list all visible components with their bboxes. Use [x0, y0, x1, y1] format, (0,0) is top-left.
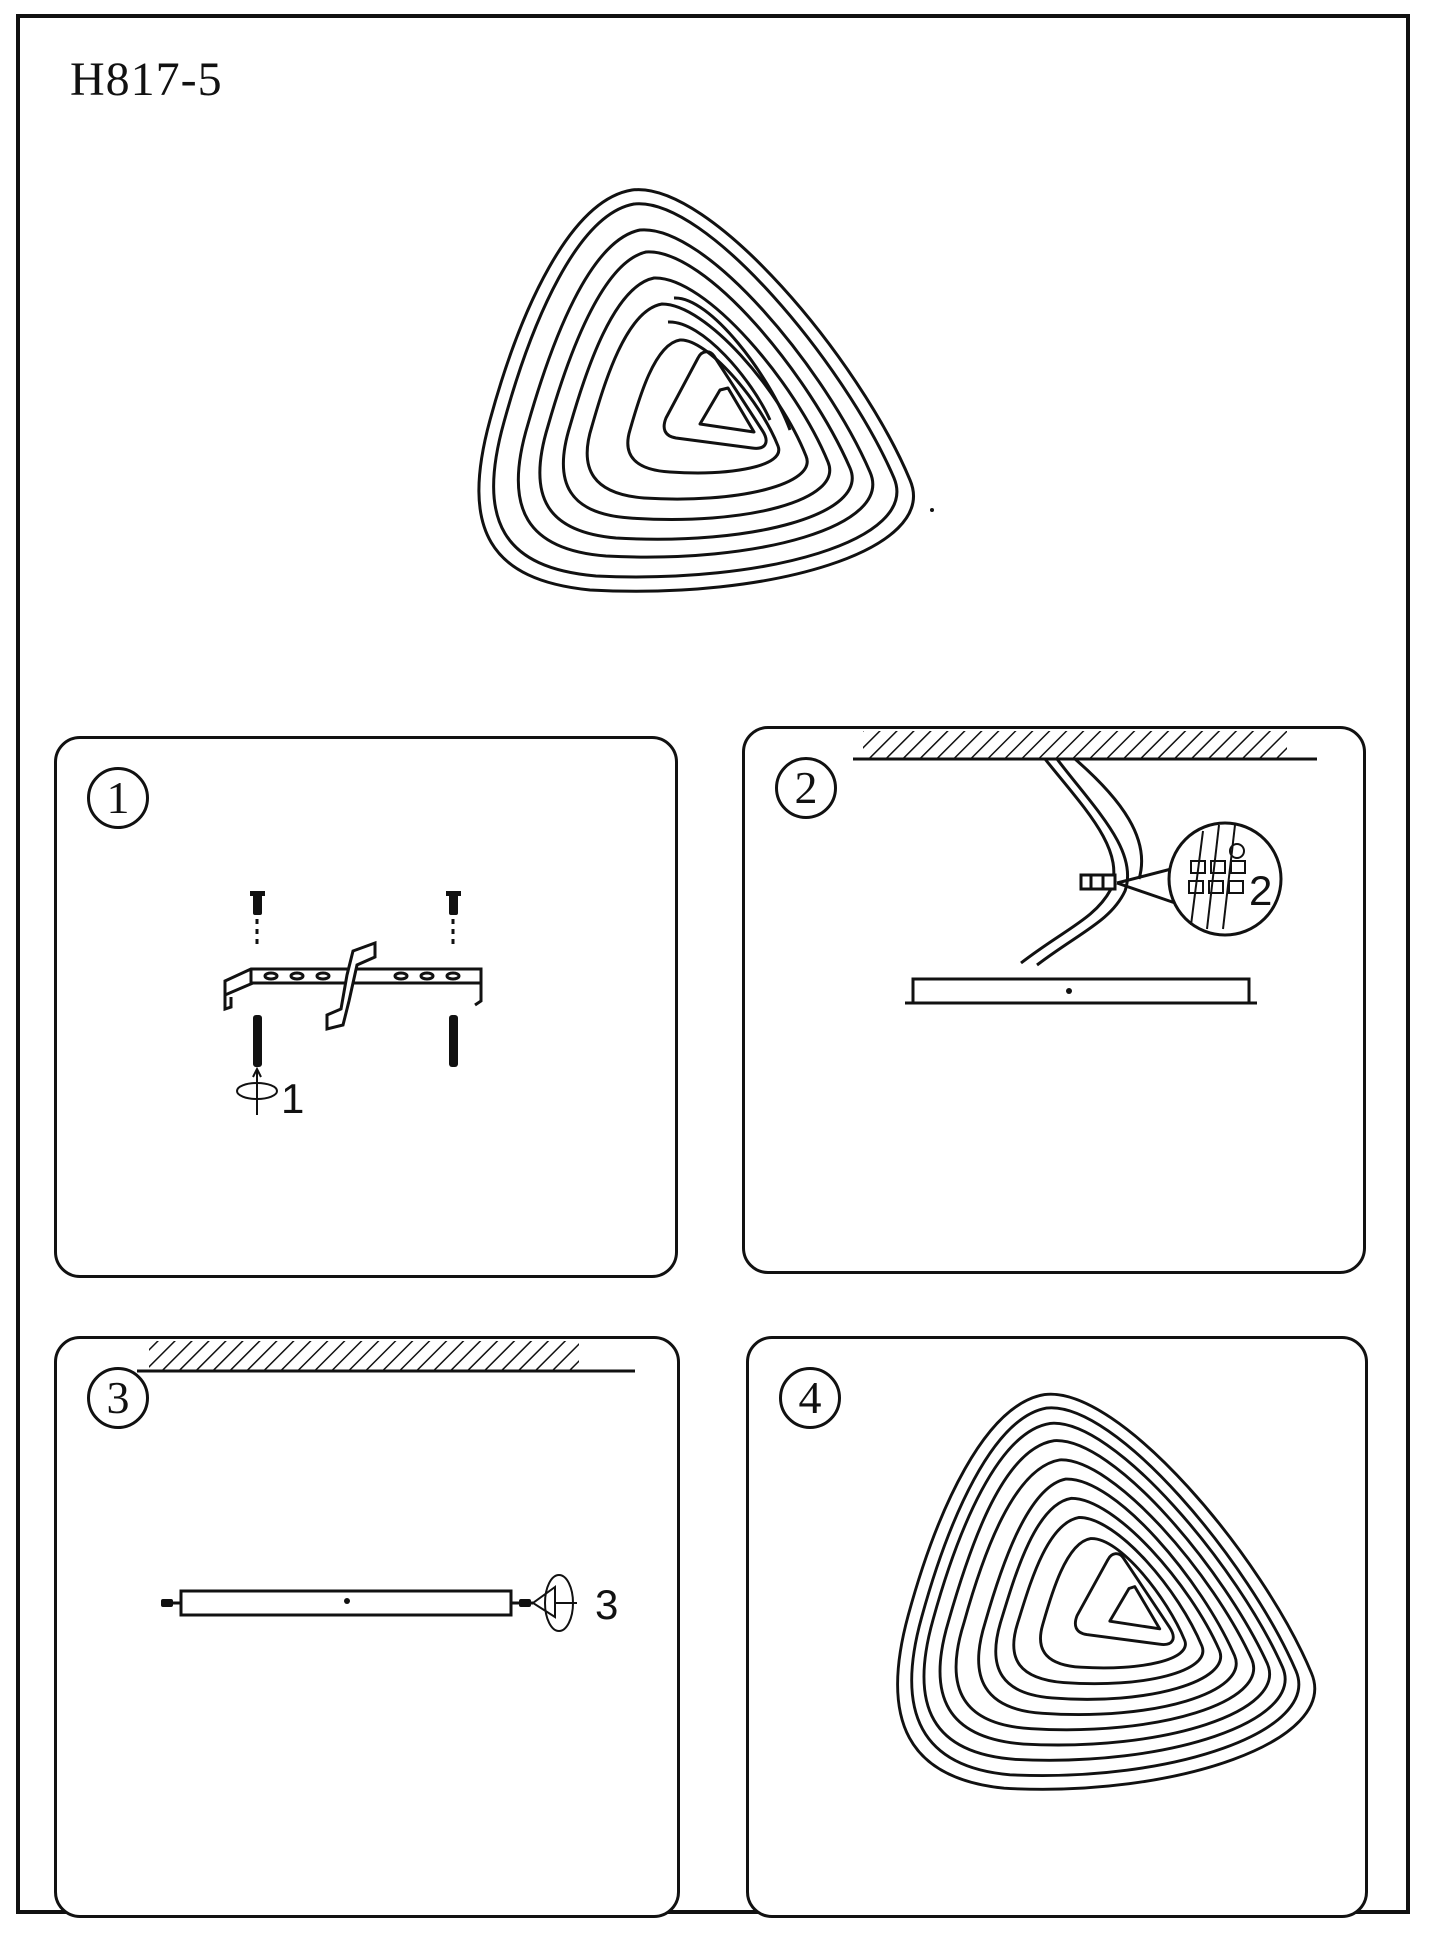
step-2-panel: 2 [742, 726, 1366, 1274]
wiring-diagram: 2 [853, 731, 1317, 1005]
callout-1: 1 [281, 1075, 304, 1122]
step-3-panel: 3 3 [54, 1336, 680, 1918]
step-2-number: 2 [775, 757, 837, 819]
instruction-sheet: H817-5 [16, 14, 1410, 1914]
callout-2: 2 [1249, 867, 1272, 914]
step-4-panel: 4 [746, 1336, 1368, 1918]
product-drawing [477, 188, 934, 593]
installed-fixture-drawing [896, 1393, 1317, 1791]
step-1-number: 1 [87, 767, 149, 829]
fixing-diagram: 3 [137, 1341, 635, 1632]
step-3-number: 3 [87, 1367, 149, 1429]
model-number: H817-5 [70, 53, 223, 106]
step-4-number: 4 [779, 1367, 841, 1429]
step-1-panel: 1 [54, 736, 678, 1278]
mounting-bracket-diagram: 1 [223, 891, 483, 1122]
callout-3: 3 [595, 1581, 618, 1628]
